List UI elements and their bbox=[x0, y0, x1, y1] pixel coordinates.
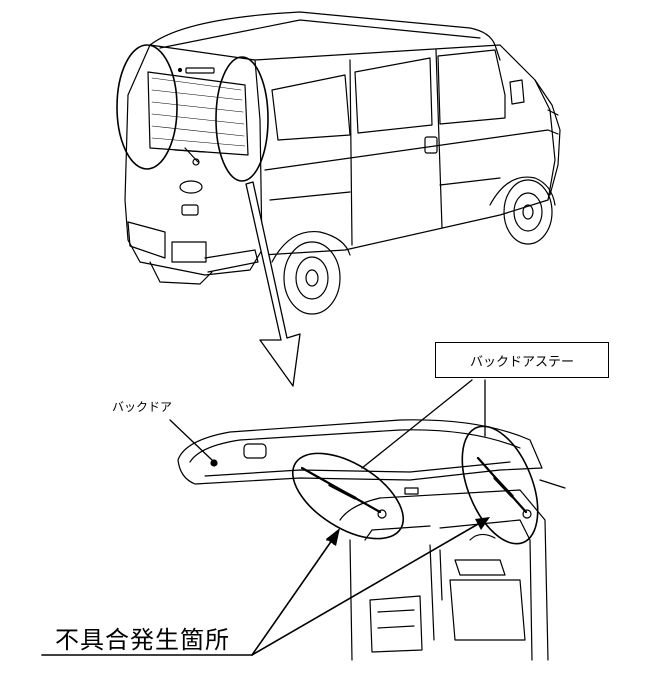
back-door-stay-label: バックドアステー bbox=[435, 342, 609, 378]
van-rear-window bbox=[147, 71, 249, 156]
van-highlight-left bbox=[116, 44, 178, 170]
van-rear-face bbox=[124, 44, 263, 276]
van-highlight-right bbox=[215, 56, 269, 182]
back-door-illustration bbox=[177, 419, 566, 661]
leader-line-stay-left bbox=[361, 379, 473, 469]
leader-line-back-door bbox=[169, 419, 213, 461]
defect-arrow-left bbox=[251, 532, 338, 656]
defect-location-label: 不具合発生箇所 bbox=[55, 626, 230, 654]
van-roof bbox=[149, 11, 501, 61]
back-door-label: バックドア bbox=[112, 400, 173, 414]
stay-highlight-left bbox=[291, 452, 405, 540]
back-door-marker bbox=[210, 459, 218, 467]
van-illustration bbox=[124, 11, 561, 315]
van-rear-wheel bbox=[283, 241, 341, 315]
van-side-window-2 bbox=[354, 57, 433, 134]
pointing-arrow bbox=[245, 181, 301, 387]
van-side-window-3 bbox=[437, 49, 506, 125]
van-side-body bbox=[254, 44, 556, 256]
defect-arrow-right bbox=[251, 519, 486, 656]
van-front-wheel bbox=[503, 179, 553, 245]
stay-highlight-right bbox=[461, 425, 539, 545]
back-door-stay-text: バックドアステー bbox=[469, 354, 574, 370]
van-side-window-1 bbox=[271, 74, 351, 141]
